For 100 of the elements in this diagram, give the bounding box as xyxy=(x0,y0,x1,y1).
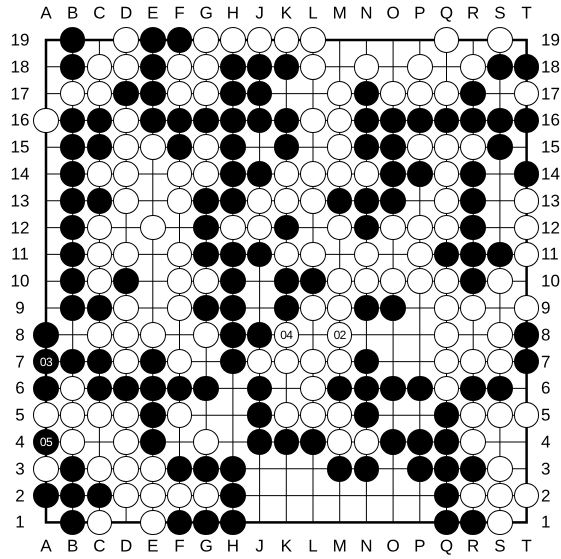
stone xyxy=(354,134,380,160)
stone xyxy=(113,134,139,160)
stone xyxy=(166,134,192,160)
stone xyxy=(140,348,166,374)
stone xyxy=(274,429,300,455)
stone xyxy=(460,242,486,268)
stone xyxy=(460,268,486,294)
stone xyxy=(326,429,352,455)
coordinate-label: H xyxy=(226,4,240,22)
coordinate-label: 18 xyxy=(10,58,30,76)
stone xyxy=(60,134,86,160)
stone xyxy=(140,214,166,240)
stone xyxy=(86,161,112,187)
stone xyxy=(60,54,86,80)
stone xyxy=(487,376,513,402)
stone xyxy=(193,161,219,187)
coordinate-label: A xyxy=(40,538,52,554)
stone xyxy=(193,188,219,214)
stone xyxy=(193,510,219,536)
stone xyxy=(274,188,300,214)
stone xyxy=(300,242,326,268)
coordinate-label: 2 xyxy=(15,487,25,504)
stone xyxy=(113,80,139,106)
stone xyxy=(140,80,166,106)
coordinate-label: 13 xyxy=(541,192,560,210)
stone xyxy=(220,27,246,53)
coordinate-label: S xyxy=(494,4,506,22)
stone xyxy=(60,188,86,214)
stone xyxy=(300,402,326,428)
coordinate-label: T xyxy=(521,538,532,554)
coordinate-label: G xyxy=(200,538,213,554)
coordinate-label: 17 xyxy=(541,85,560,102)
coordinate-label: 10 xyxy=(10,272,30,290)
stone xyxy=(300,376,326,402)
stone xyxy=(166,188,192,214)
stone xyxy=(407,161,433,187)
numbered-stone: 02 xyxy=(326,322,352,348)
stone xyxy=(434,108,460,134)
stone xyxy=(113,402,139,428)
stone xyxy=(60,456,86,482)
coordinate-label: 16 xyxy=(541,112,560,129)
stone xyxy=(60,108,86,134)
stone xyxy=(246,242,272,268)
stone xyxy=(487,134,513,160)
stone xyxy=(434,268,460,294)
coordinate-label: 5 xyxy=(541,406,550,424)
stone xyxy=(514,322,540,348)
stone xyxy=(407,108,433,134)
coordinate-label: G xyxy=(200,4,213,22)
stone xyxy=(86,482,112,508)
coordinate-label: 19 xyxy=(541,32,560,48)
stone xyxy=(354,402,380,428)
coordinate-label: 14 xyxy=(541,166,560,182)
stone xyxy=(326,108,352,134)
coordinate-label: E xyxy=(147,538,158,554)
stone xyxy=(246,402,272,428)
stone xyxy=(434,456,460,482)
stone xyxy=(113,376,139,402)
stone xyxy=(166,242,192,268)
coordinate-label: J xyxy=(255,4,264,22)
stone xyxy=(487,108,513,134)
numbered-stone: 05 xyxy=(33,429,59,455)
stone xyxy=(380,161,406,187)
coordinate-label: Q xyxy=(440,4,454,22)
stone xyxy=(407,134,433,160)
stone xyxy=(434,27,460,53)
stone xyxy=(300,108,326,134)
stone xyxy=(274,242,300,268)
stone xyxy=(380,188,406,214)
stone xyxy=(460,429,486,455)
stone xyxy=(246,188,272,214)
stone xyxy=(246,161,272,187)
stone xyxy=(246,80,272,106)
coordinate-label: P xyxy=(414,538,426,554)
coordinate-label: Q xyxy=(440,538,454,554)
stone xyxy=(434,376,460,402)
stone xyxy=(274,348,300,374)
stone xyxy=(380,80,406,106)
stone xyxy=(140,429,166,455)
stone xyxy=(434,188,460,214)
coordinate-label: 7 xyxy=(541,353,550,370)
stone xyxy=(113,429,139,455)
stone xyxy=(220,242,246,268)
stone xyxy=(460,295,486,321)
stone xyxy=(514,482,540,508)
stone xyxy=(354,80,380,106)
stone xyxy=(193,27,219,53)
stone xyxy=(193,482,219,508)
stone xyxy=(326,134,352,160)
stone xyxy=(86,348,112,374)
coordinate-label: C xyxy=(93,4,106,22)
stone xyxy=(60,214,86,240)
stone xyxy=(166,80,192,106)
stone xyxy=(246,322,272,348)
coordinate-label: 4 xyxy=(541,434,550,450)
stone xyxy=(166,108,192,134)
stone xyxy=(166,402,192,428)
stone xyxy=(113,482,139,508)
stone xyxy=(113,348,139,374)
stone xyxy=(380,268,406,294)
